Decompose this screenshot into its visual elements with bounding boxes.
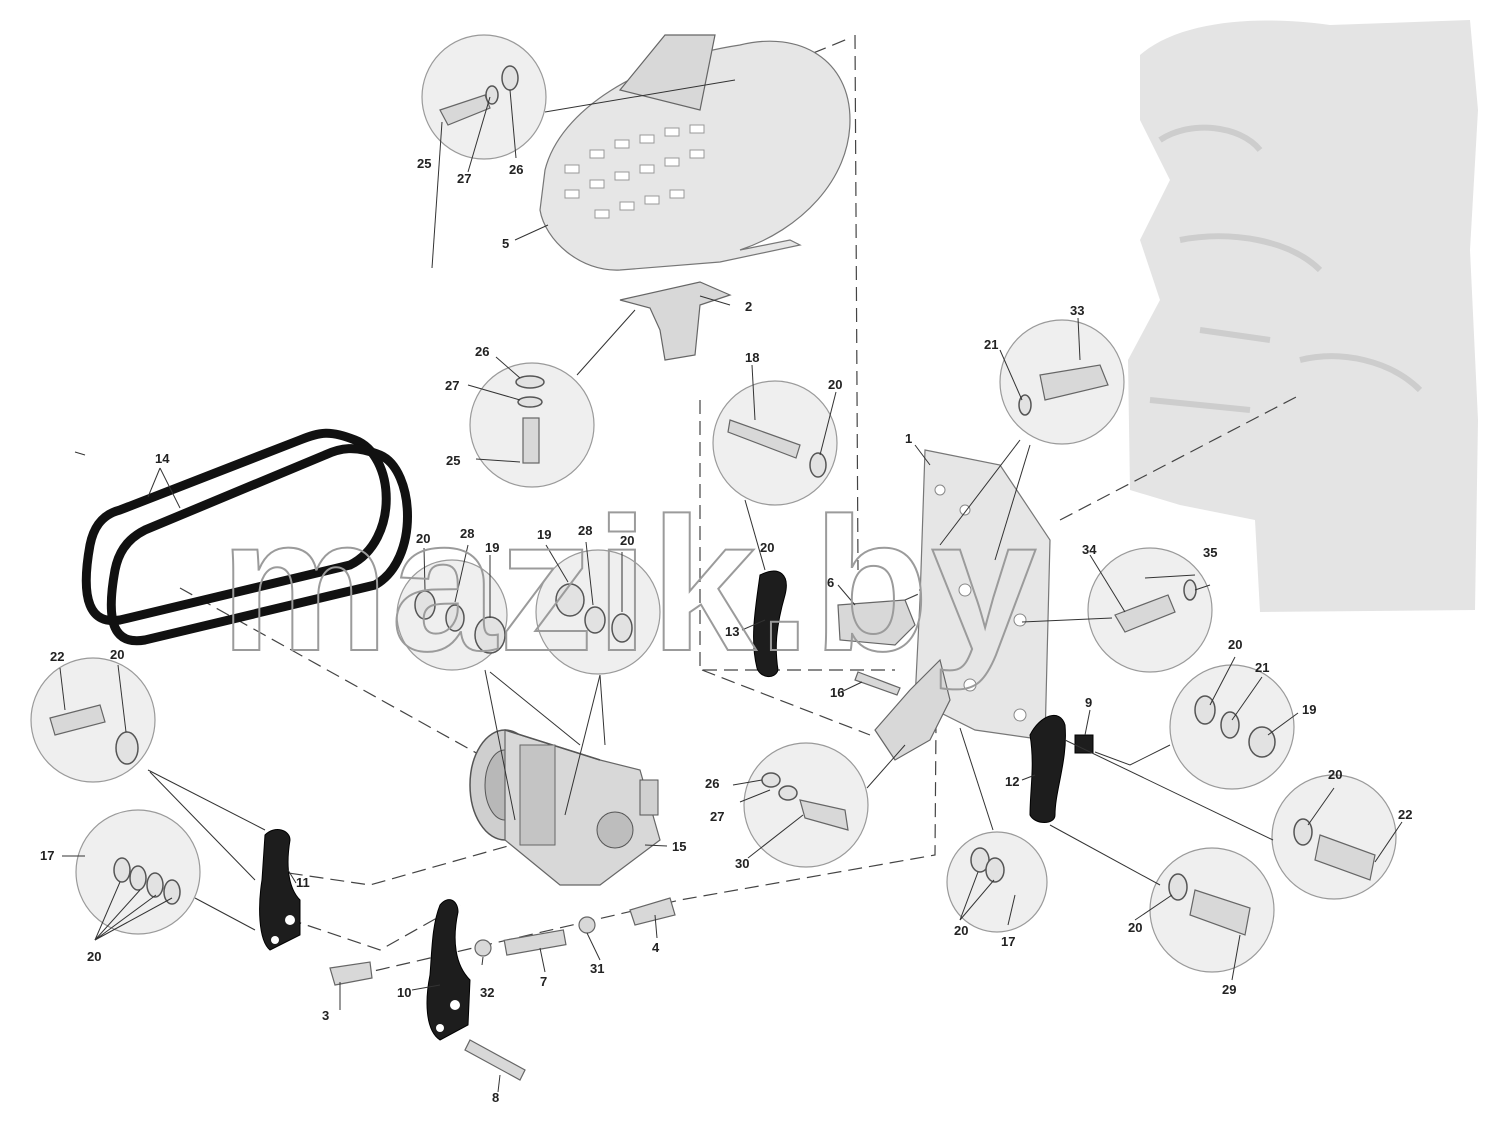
callout-5: 5 xyxy=(502,236,509,251)
callout-35: 35 xyxy=(1203,545,1217,560)
callout-4: 4 xyxy=(652,940,660,955)
callout-19-b: 19 xyxy=(537,527,551,542)
callout-20-d: 20 xyxy=(110,647,124,662)
callout-20-g: 20 xyxy=(1228,637,1242,652)
callout-19-a: 19 xyxy=(485,540,499,555)
callout-26-b: 26 xyxy=(475,344,489,359)
callout-18: 18 xyxy=(745,350,759,365)
callout-20-j: 20 xyxy=(760,540,774,555)
callout-25-a: 25 xyxy=(417,156,431,171)
callout-20-h: 20 xyxy=(1328,767,1342,782)
part-1-mounting-plate xyxy=(874,449,1051,761)
callout-29: 29 xyxy=(1222,982,1236,997)
callout-27-b: 27 xyxy=(445,378,459,393)
callout-28-a: 28 xyxy=(460,526,474,541)
callout-22-a: 22 xyxy=(50,649,64,664)
callout-27-a: 27 xyxy=(457,171,471,186)
engine-background xyxy=(1128,20,1478,612)
callout-31: 31 xyxy=(590,961,604,976)
callout-labels: 1 2 3 4 5 6 7 8 9 10 11 12 13 14 15 16 1… xyxy=(40,156,1412,1105)
callout-16: 16 xyxy=(830,685,844,700)
callout-26-c: 26 xyxy=(705,776,719,791)
part-14-v-belts xyxy=(81,428,412,646)
callout-10: 10 xyxy=(397,985,411,1000)
callout-19-c: 19 xyxy=(1302,702,1316,717)
callout-27-c: 27 xyxy=(710,809,724,824)
callout-15: 15 xyxy=(672,839,686,854)
callout-20-b: 20 xyxy=(620,533,634,548)
callout-20-a: 20 xyxy=(416,531,430,546)
callout-17-right: 17 xyxy=(1001,934,1015,949)
leader-lines xyxy=(74,79,1274,931)
callout-3: 3 xyxy=(322,1008,329,1023)
callout-25-b: 25 xyxy=(446,453,460,468)
callout-21-a: 21 xyxy=(984,337,998,352)
callout-20-f: 20 xyxy=(954,923,968,938)
callout-34: 34 xyxy=(1082,542,1097,557)
detail-circle-parts xyxy=(49,65,1376,936)
callout-9: 9 xyxy=(1085,695,1092,710)
callout-8: 8 xyxy=(492,1090,499,1105)
part-11-link xyxy=(259,829,301,951)
callout-7: 7 xyxy=(540,974,547,989)
callout-ticks xyxy=(59,89,1403,1093)
callout-30: 30 xyxy=(735,856,749,871)
callout-22-b: 22 xyxy=(1398,807,1412,822)
callout-20-i: 20 xyxy=(1128,920,1142,935)
callout-11: 11 xyxy=(296,875,310,890)
callout-13: 13 xyxy=(725,624,739,639)
part-6-spacer xyxy=(837,599,916,646)
callout-32: 32 xyxy=(480,985,494,1000)
part-15-compressor xyxy=(469,729,661,886)
callout-20-e: 20 xyxy=(87,949,101,964)
callout-17-left: 17 xyxy=(40,848,54,863)
part-12-lever xyxy=(1029,714,1066,823)
part-13-lever xyxy=(753,570,787,677)
callout-1: 1 xyxy=(905,431,912,446)
callout-20-c: 20 xyxy=(828,377,842,392)
callout-26-a: 26 xyxy=(509,162,523,177)
callout-28-b: 28 xyxy=(578,523,592,538)
callout-14: 14 xyxy=(155,451,170,466)
part-2-bracket xyxy=(619,281,732,361)
callout-33: 33 xyxy=(1070,303,1084,318)
part-10-link xyxy=(426,899,471,1041)
callout-12: 12 xyxy=(1005,774,1019,789)
callout-2: 2 xyxy=(745,299,752,314)
small-hardware xyxy=(329,671,1094,1081)
callout-6: 6 xyxy=(827,575,834,590)
watermark-text: mazik.by xyxy=(220,479,1039,691)
part-5-belt-guard xyxy=(539,34,851,271)
callout-21-b: 21 xyxy=(1255,660,1269,675)
